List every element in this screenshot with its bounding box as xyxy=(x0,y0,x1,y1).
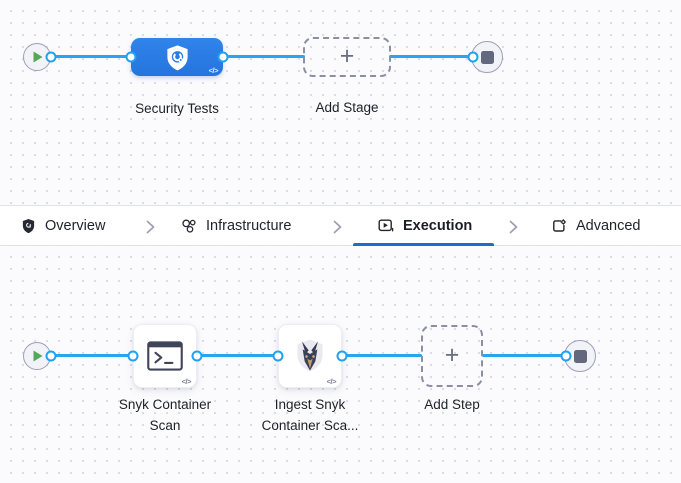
add-step-button[interactable]: + xyxy=(421,325,483,387)
edge-step2-to-addstep xyxy=(341,354,422,357)
stop-icon xyxy=(573,349,587,363)
port-step2-out xyxy=(336,350,348,362)
stop-icon xyxy=(480,50,494,64)
port-step2-in xyxy=(272,350,284,362)
port-step1-in xyxy=(127,350,139,362)
tab-label: Overview xyxy=(45,217,106,234)
chevron-right-icon xyxy=(333,220,342,234)
port-stage-in xyxy=(125,51,137,63)
shield-icon xyxy=(22,218,35,233)
chevron-right-icon xyxy=(146,220,155,234)
plus-icon: + xyxy=(339,41,355,70)
code-badge: </> xyxy=(326,376,337,386)
stage-config-tabbar: Overview Infrastructure Execution xyxy=(0,205,681,246)
add-stage-button[interactable]: + xyxy=(303,37,391,77)
tab-label: Execution xyxy=(403,217,473,234)
play-icon xyxy=(33,51,42,63)
port-end-in xyxy=(560,350,572,362)
port-step1-out xyxy=(191,350,203,362)
play-icon xyxy=(33,350,42,362)
add-stage-label: Add Stage xyxy=(315,100,379,115)
terminal-icon xyxy=(147,341,183,371)
tab-label: Infrastructure xyxy=(206,217,292,234)
tab-overview[interactable]: Overview xyxy=(21,206,105,245)
port-end-in xyxy=(467,51,479,63)
active-tab-underline xyxy=(353,243,494,246)
add-step-label: Add Step xyxy=(424,397,480,412)
chevron-right-icon xyxy=(509,220,518,234)
edge-stage-to-addstage xyxy=(222,55,305,58)
stage-node-label: Security Tests xyxy=(135,101,219,116)
edge-addstep-to-end xyxy=(482,354,566,357)
tab-execution[interactable]: Execution xyxy=(378,206,472,245)
edge-start-to-stage xyxy=(50,55,133,58)
stage-canvas: </> Security Tests + Add Stage xyxy=(0,0,681,205)
snyk-dog-icon xyxy=(297,339,323,372)
step-label: Snyk Container Scan xyxy=(118,397,212,433)
tab-label: Advanced xyxy=(576,217,641,234)
step-node-snyk-container-scan[interactable]: </> xyxy=(133,324,197,388)
code-badge: </> xyxy=(208,65,219,75)
port-start-out xyxy=(45,51,57,63)
security-shield-icon xyxy=(166,44,188,70)
execution-icon xyxy=(378,219,394,231)
edge-addstage-to-end xyxy=(389,55,474,58)
step-node-ingest-snyk[interactable]: </> xyxy=(278,324,342,388)
stage-node-security-tests[interactable]: </> xyxy=(131,38,223,76)
port-stage-out xyxy=(217,51,229,63)
plus-icon: + xyxy=(444,340,460,369)
advanced-icon xyxy=(553,218,567,232)
step-label: Ingest Snyk Container Sca... xyxy=(261,397,359,433)
edge-start-to-step1 xyxy=(50,354,134,357)
port-start-out xyxy=(45,350,57,362)
tab-advanced[interactable]: Advanced xyxy=(551,206,641,245)
step-canvas: </> Snyk Container Scan </> Ingest Snyk … xyxy=(0,246,681,483)
tab-infrastructure[interactable]: Infrastructure xyxy=(181,206,291,245)
code-badge: </> xyxy=(181,376,192,386)
infrastructure-icon xyxy=(182,219,196,233)
edge-step1-to-step2 xyxy=(196,354,279,357)
